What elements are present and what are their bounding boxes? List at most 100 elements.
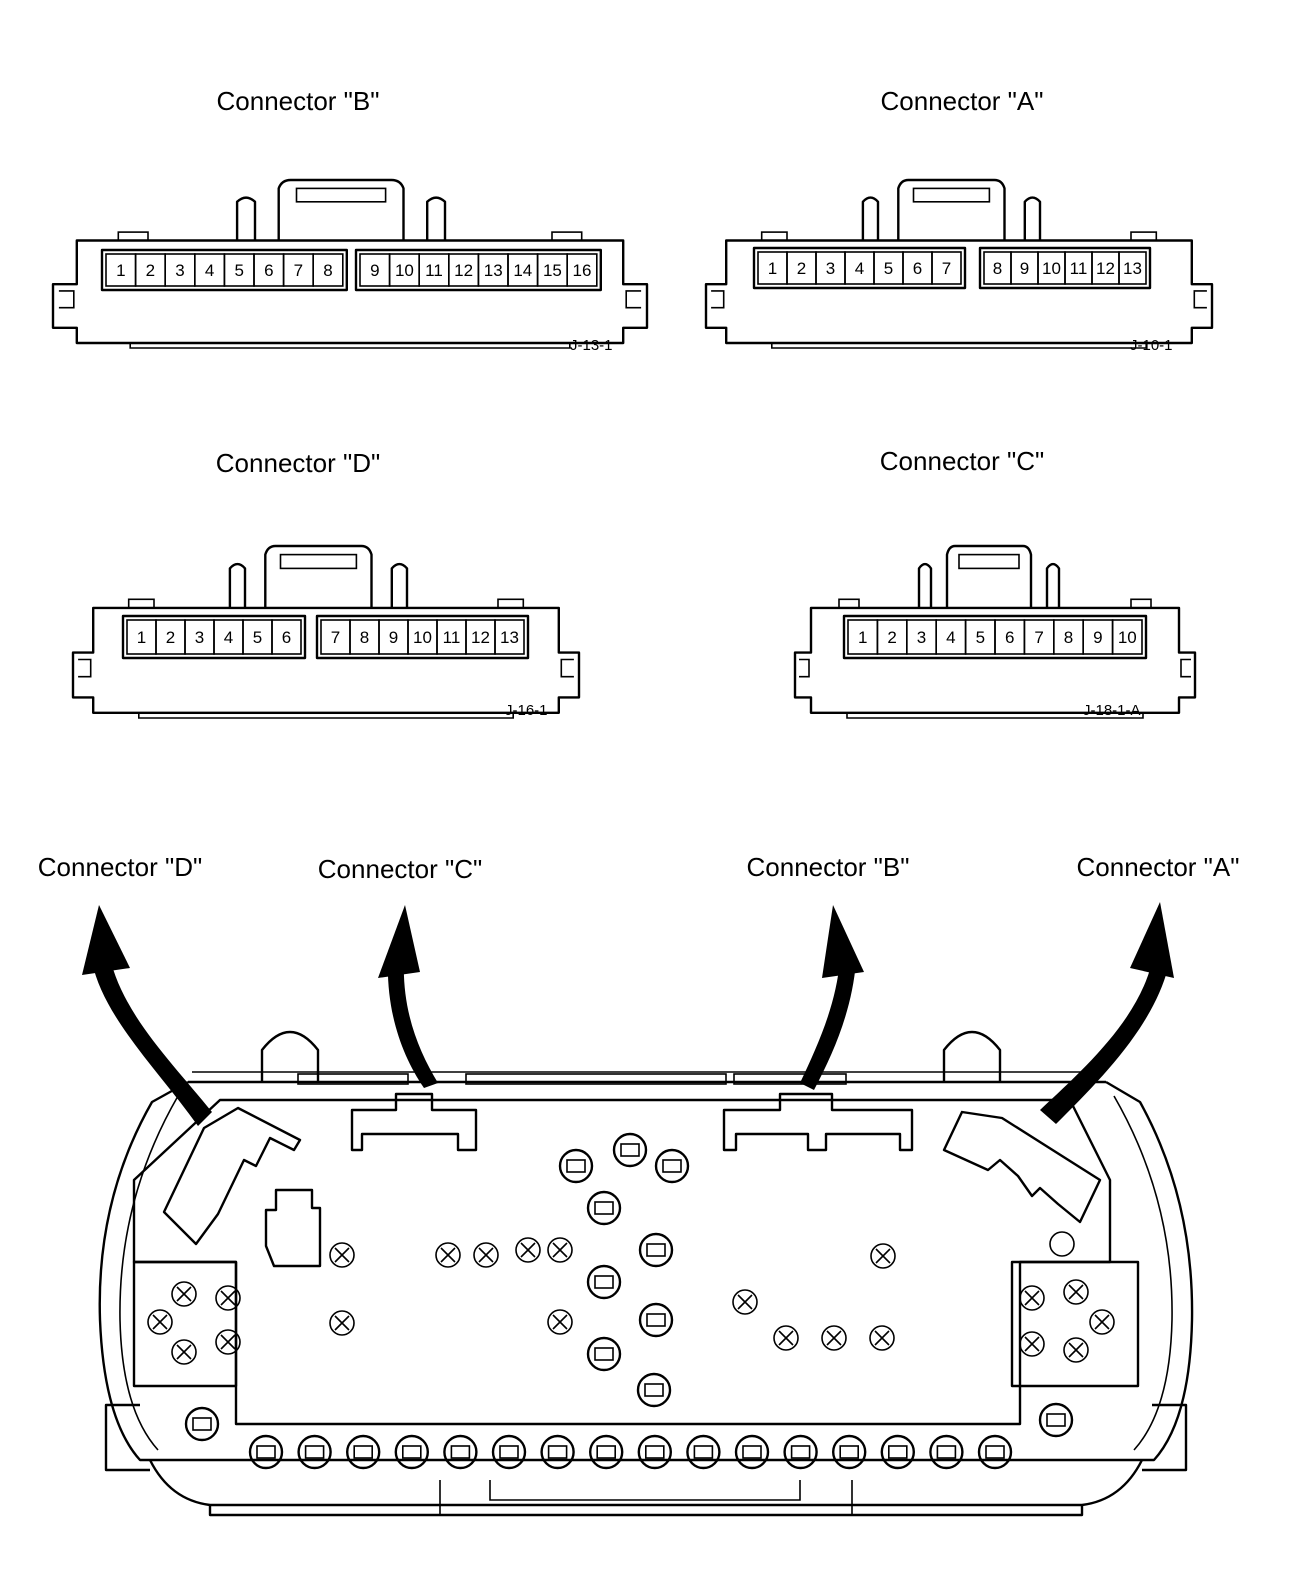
pin-cell bbox=[271, 619, 302, 655]
pin-number: 10 bbox=[1042, 259, 1061, 278]
pin-number: 8 bbox=[360, 628, 369, 647]
connector-housing bbox=[51, 178, 649, 349]
lamp-socket bbox=[443, 1434, 478, 1470]
screw-marker bbox=[329, 1310, 355, 1336]
screw-marker bbox=[870, 1243, 896, 1269]
connector-c-code: J-18-1-A bbox=[1083, 702, 1141, 719]
pin-number: 3 bbox=[826, 259, 835, 278]
pin-number: 12 bbox=[454, 261, 473, 280]
pin-number: 2 bbox=[887, 628, 896, 647]
lamp-socket bbox=[1038, 1402, 1074, 1438]
screw-marker bbox=[171, 1339, 197, 1365]
screw-marker bbox=[1063, 1279, 1089, 1305]
lamp-socket bbox=[558, 1148, 594, 1184]
lamp-socket bbox=[586, 1190, 622, 1226]
lamp-socket bbox=[394, 1434, 429, 1470]
pin-number: 7 bbox=[331, 628, 340, 647]
pin-number: 16 bbox=[573, 261, 592, 280]
connector-housing bbox=[704, 178, 1214, 349]
screw-marker bbox=[215, 1329, 241, 1355]
pin-number: 5 bbox=[884, 259, 893, 278]
pin-number: 10 bbox=[395, 261, 414, 280]
pin-number: 1 bbox=[116, 261, 125, 280]
pin-number: 4 bbox=[855, 259, 864, 278]
screw-marker bbox=[473, 1242, 499, 1268]
arrow-to-connector-c bbox=[378, 905, 438, 1088]
pin-cell bbox=[312, 253, 344, 287]
pin-cell bbox=[1111, 619, 1143, 655]
lamp-socket bbox=[589, 1434, 624, 1470]
pin-number: 7 bbox=[1034, 628, 1043, 647]
pin-number: 2 bbox=[166, 628, 175, 647]
pin-number: 13 bbox=[500, 628, 519, 647]
pin-number: 4 bbox=[224, 628, 233, 647]
screw-marker bbox=[1089, 1309, 1115, 1335]
lamp-socket bbox=[638, 1302, 674, 1338]
pin-number: 5 bbox=[234, 261, 243, 280]
screw-marker bbox=[1019, 1285, 1045, 1311]
screw-marker bbox=[821, 1325, 847, 1351]
pin-number: 13 bbox=[1123, 259, 1142, 278]
screw-marker bbox=[329, 1242, 355, 1268]
pin-number: 5 bbox=[253, 628, 262, 647]
lamp-socket bbox=[638, 1232, 674, 1268]
arrow-to-connector-a bbox=[1040, 902, 1174, 1124]
pin-number: 7 bbox=[942, 259, 951, 278]
screw-marker bbox=[869, 1325, 895, 1351]
pin-number: 4 bbox=[205, 261, 214, 280]
pin-number: 1 bbox=[137, 628, 146, 647]
pin-number: 9 bbox=[1093, 628, 1102, 647]
lamp-socket bbox=[612, 1132, 648, 1168]
pin-number: 9 bbox=[370, 261, 379, 280]
socket-d-outline bbox=[162, 1106, 302, 1246]
lamp-socket bbox=[832, 1434, 867, 1470]
pin-number: 12 bbox=[1096, 259, 1115, 278]
pin-number: 12 bbox=[471, 628, 490, 647]
screw-marker bbox=[171, 1281, 197, 1307]
pin-cell bbox=[1118, 251, 1147, 285]
pin-number: 8 bbox=[1064, 628, 1073, 647]
lamp-socket bbox=[297, 1434, 332, 1470]
lamp-socket bbox=[184, 1406, 220, 1442]
lamp-socket bbox=[929, 1434, 964, 1470]
pin-number: 13 bbox=[484, 261, 503, 280]
screw-markers bbox=[147, 1237, 1115, 1365]
screw-marker bbox=[215, 1285, 241, 1311]
pin-number: 1 bbox=[768, 259, 777, 278]
pin-number: 5 bbox=[976, 628, 985, 647]
pin-number: 2 bbox=[797, 259, 806, 278]
screw-marker bbox=[547, 1237, 573, 1263]
lamp-socket bbox=[654, 1148, 690, 1184]
connector-a-code: J-10-1 bbox=[1130, 337, 1173, 354]
pin-number: 10 bbox=[413, 628, 432, 647]
lamp-socket bbox=[686, 1434, 721, 1470]
pin-number: 2 bbox=[146, 261, 155, 280]
pin-number: 3 bbox=[175, 261, 184, 280]
lamp-socket bbox=[586, 1264, 622, 1300]
pin-number: 8 bbox=[993, 259, 1002, 278]
connector-b-title: Connector "B" bbox=[217, 86, 380, 116]
callout-a-label: Connector "A" bbox=[1077, 852, 1240, 882]
lamp-socket bbox=[734, 1434, 770, 1470]
pin-number: 6 bbox=[282, 628, 291, 647]
pin-number: 10 bbox=[1118, 628, 1137, 647]
pin-cell bbox=[494, 619, 525, 655]
pin-number: 11 bbox=[1070, 259, 1088, 278]
lamp-socket bbox=[636, 1372, 672, 1408]
lamp-socket bbox=[491, 1434, 527, 1470]
callout-c-label: Connector "C" bbox=[318, 854, 482, 884]
pin-number: 3 bbox=[917, 628, 926, 647]
pin-number: 1 bbox=[858, 628, 867, 647]
pin-number: 11 bbox=[425, 261, 443, 280]
pin-cell bbox=[931, 251, 962, 285]
